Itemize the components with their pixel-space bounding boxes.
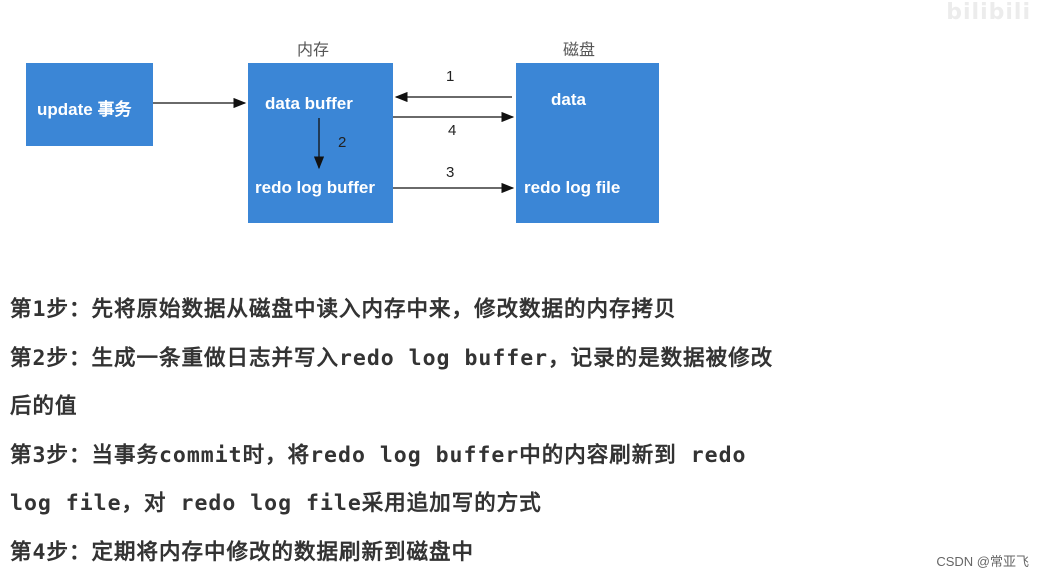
steps-text: 第1步：先将原始数据从磁盘中读入内存中来，修改数据的内存拷贝 第2步：生成一条重… [10, 286, 1010, 577]
step-2-line-2: 后的值 [10, 383, 1010, 432]
csdn-watermark: CSDN @常亚飞 [936, 551, 1029, 570]
arrow-number-3: 3 [446, 164, 454, 181]
step-4: 第4步：定期将内存中修改的数据刷新到磁盘中 [10, 529, 1010, 577]
step-3-line-1: 第3步：当事务commit时，将redo log buffer中的内容刷新到 r… [10, 432, 1010, 481]
arrow-number-1: 1 [446, 68, 454, 85]
step-3-line-2: log file，对 redo log file采用追加写的方式 [10, 480, 1010, 529]
arrow-number-4: 4 [448, 122, 456, 139]
step-1: 第1步：先将原始数据从磁盘中读入内存中来，修改数据的内存拷贝 [10, 286, 1010, 335]
step-2-line-1: 第2步：生成一条重做日志并写入redo log buffer，记录的是数据被修改 [10, 335, 1010, 384]
arrow-number-2: 2 [338, 134, 346, 151]
